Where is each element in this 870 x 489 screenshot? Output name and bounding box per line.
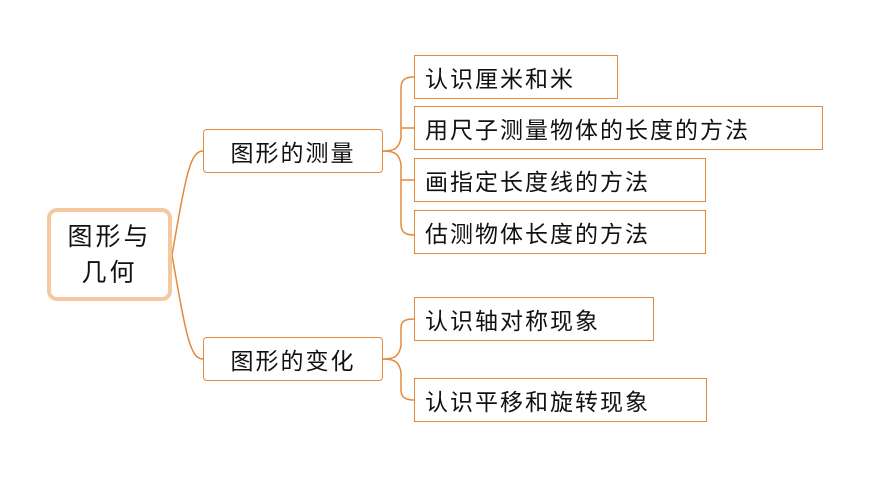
- connector-branch1-bracket: [382, 76, 415, 152]
- root-label-line1: 图形与: [67, 221, 152, 251]
- leaf-node: 估测物体长度的方法: [414, 210, 706, 254]
- connector-branch1-bracket-lower: [382, 150, 415, 236]
- connector-branch2-bracket-upper: [382, 318, 415, 360]
- connector-root-branch2: [171, 254, 204, 360]
- connector-root-branch1: [171, 150, 204, 256]
- branch-node-transformation: 图形的变化: [203, 337, 383, 381]
- branch-node-measurement: 图形的测量: [203, 129, 383, 173]
- connector-branch2-bracket-lower: [382, 358, 415, 401]
- leaf-node: 用尺子测量物体的长度的方法: [414, 106, 823, 150]
- root-node: 图形与 几何: [47, 208, 172, 301]
- leaf-node: 认识厘米和米: [414, 55, 618, 99]
- leaf-node: 画指定长度线的方法: [414, 158, 706, 202]
- leaf-node: 认识平移和旋转现象: [414, 378, 707, 422]
- root-label-line2: 几何: [81, 257, 138, 287]
- leaf-node: 认识轴对称现象: [414, 297, 654, 341]
